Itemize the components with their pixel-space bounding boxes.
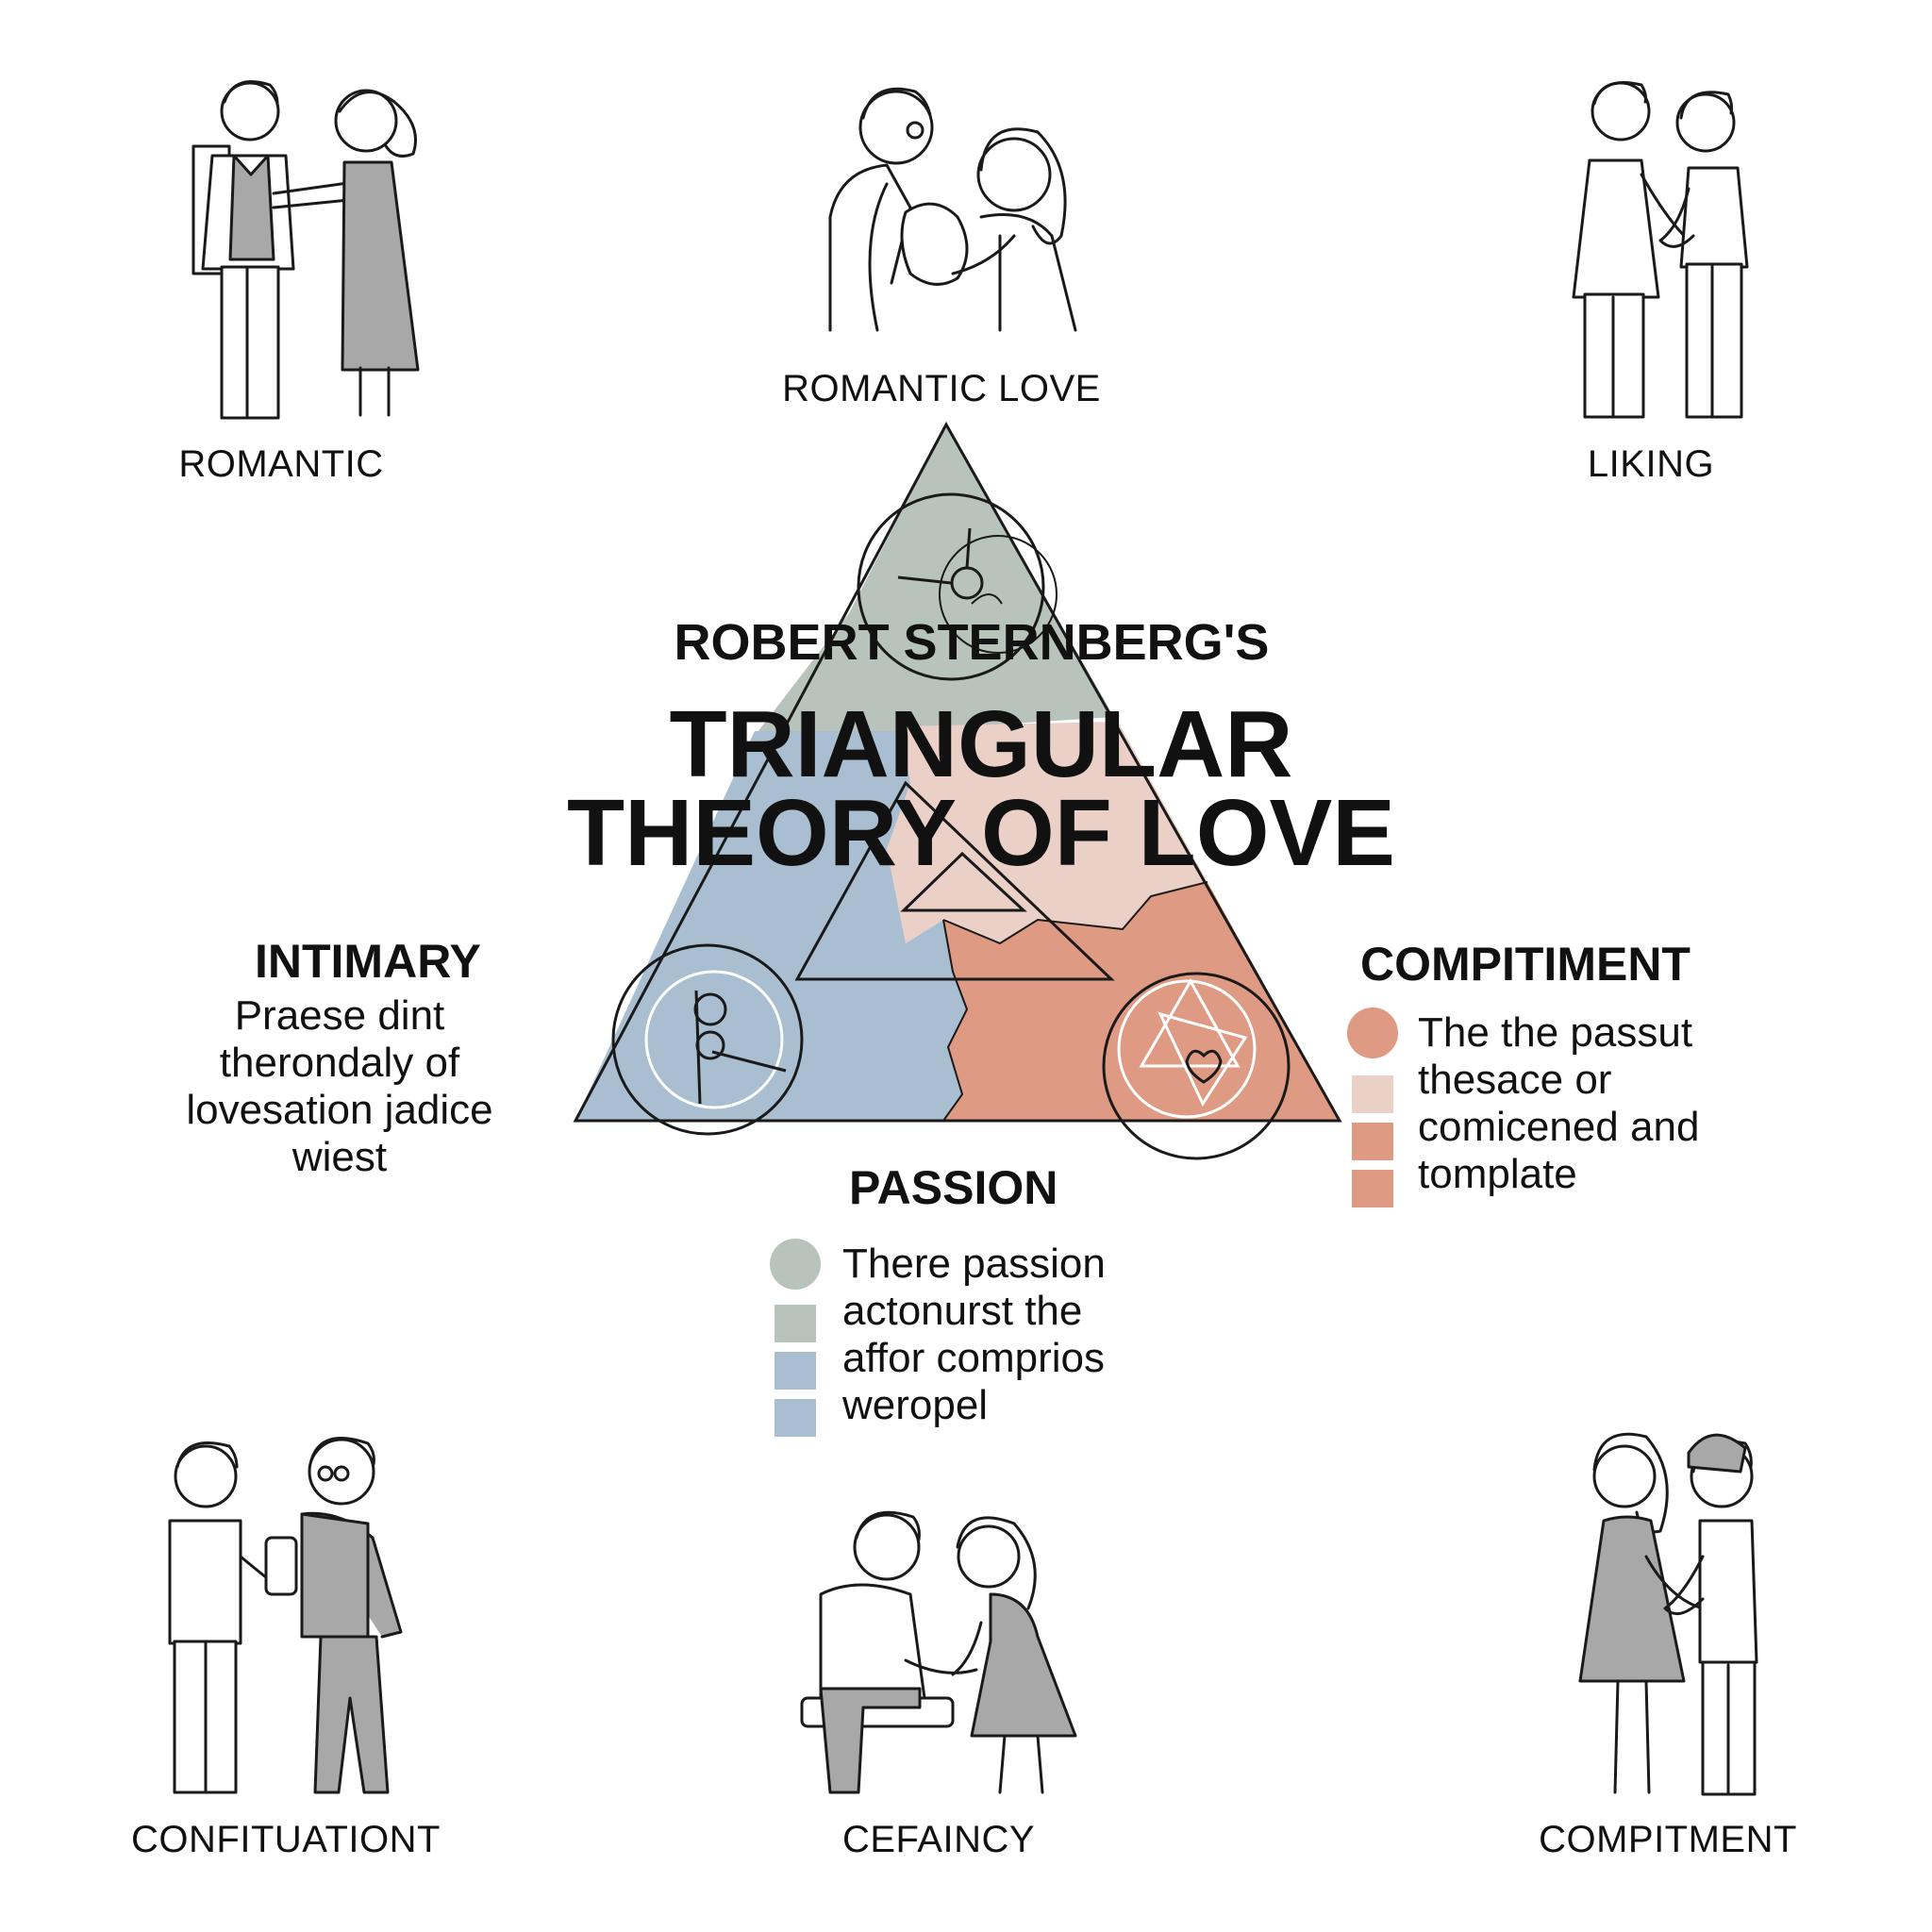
- commitment-line: comicened and: [1418, 1104, 1700, 1150]
- swatch-sage: [774, 1305, 816, 1342]
- blue-circle-icon: [611, 943, 804, 1136]
- passion-heading: PASSION: [849, 1161, 1058, 1214]
- inner-small-triangle: [900, 851, 1027, 912]
- triangle-region-blue: [575, 731, 967, 1121]
- couple-figure-top-left: [192, 80, 420, 420]
- page-title: TRIANGULAR THEORY OF LOVE: [509, 691, 1453, 886]
- region-border: [942, 881, 1208, 945]
- title-line-2: THEORY OF LOVE: [567, 780, 1395, 886]
- pair-figure-bottom-center: [800, 1510, 1077, 1794]
- commitment-swatches: [1347, 1008, 1398, 1208]
- scene-label-bottom-right: COMPITMENT: [1539, 1819, 1797, 1860]
- swatch-sage-dot: [770, 1239, 821, 1290]
- intimacy-line: lovesation jadice: [186, 1087, 493, 1133]
- passion-line: actonurst the: [842, 1288, 1083, 1334]
- love-triangle: [573, 421, 1342, 1160]
- passion-line: weropel: [842, 1382, 989, 1428]
- pair-figure-bottom-right: [1578, 1432, 1758, 1796]
- commitment-line: thesace or: [1418, 1057, 1612, 1103]
- region-border: [942, 919, 969, 1122]
- scene-label-bottom-center: CEFAINCY: [841, 1819, 1036, 1860]
- passion-line: There passion: [842, 1241, 1106, 1287]
- commitment-line: tomplate: [1418, 1151, 1577, 1197]
- title-line-1: TRIANGULAR: [669, 691, 1293, 797]
- scene-label-top-right: LIKING: [1587, 443, 1715, 485]
- inner-triangle: [794, 780, 1115, 981]
- swatch-coral-2: [1352, 1170, 1393, 1208]
- couple-figure-top-center: [828, 87, 1077, 332]
- swatch-blue-2: [774, 1399, 816, 1437]
- intimacy-line: Praese dint: [234, 992, 445, 1039]
- passion-swatches: [770, 1239, 821, 1437]
- swatch-coral-dot: [1347, 1008, 1398, 1058]
- pair-figure-bottom-left: [168, 1436, 403, 1794]
- triangle-region-coral: [943, 882, 1340, 1121]
- intimacy-heading: INTIMARY: [255, 935, 481, 988]
- scene-label-top-center: ROMANTIC LOVE: [782, 368, 1101, 409]
- title-byline: ROBERT STERNBERG'S: [674, 614, 1270, 671]
- passion-line: affor comprios: [842, 1335, 1105, 1381]
- scene-label-bottom-left: CONFITUATIONT: [131, 1819, 441, 1860]
- commitment-heading: COMPITIMENT: [1360, 938, 1690, 991]
- intimacy-line: wiest: [291, 1134, 388, 1180]
- top-circle-icon: [857, 492, 1058, 681]
- swatch-peach: [1352, 1075, 1393, 1113]
- swatch-blue: [774, 1352, 816, 1390]
- triangle-region-peach: [887, 722, 1208, 943]
- commitment-description: The the passut thesace or comicened and …: [1418, 1009, 1814, 1198]
- swatch-coral: [1352, 1123, 1393, 1160]
- coral-circle-icon: [1102, 972, 1291, 1160]
- intimacy-line: therondaly of: [219, 1040, 460, 1086]
- outer-triangle: [573, 421, 1342, 1123]
- commitment-line: The the passut: [1418, 1009, 1693, 1056]
- passion-description: There passion actonurst the affor compri…: [842, 1241, 1220, 1429]
- couple-figure-top-right: [1572, 81, 1749, 419]
- intimacy-description: Praese dint therondaly of lovesation jad…: [160, 992, 519, 1181]
- scene-label-top-left: ROMANTIC: [178, 443, 384, 485]
